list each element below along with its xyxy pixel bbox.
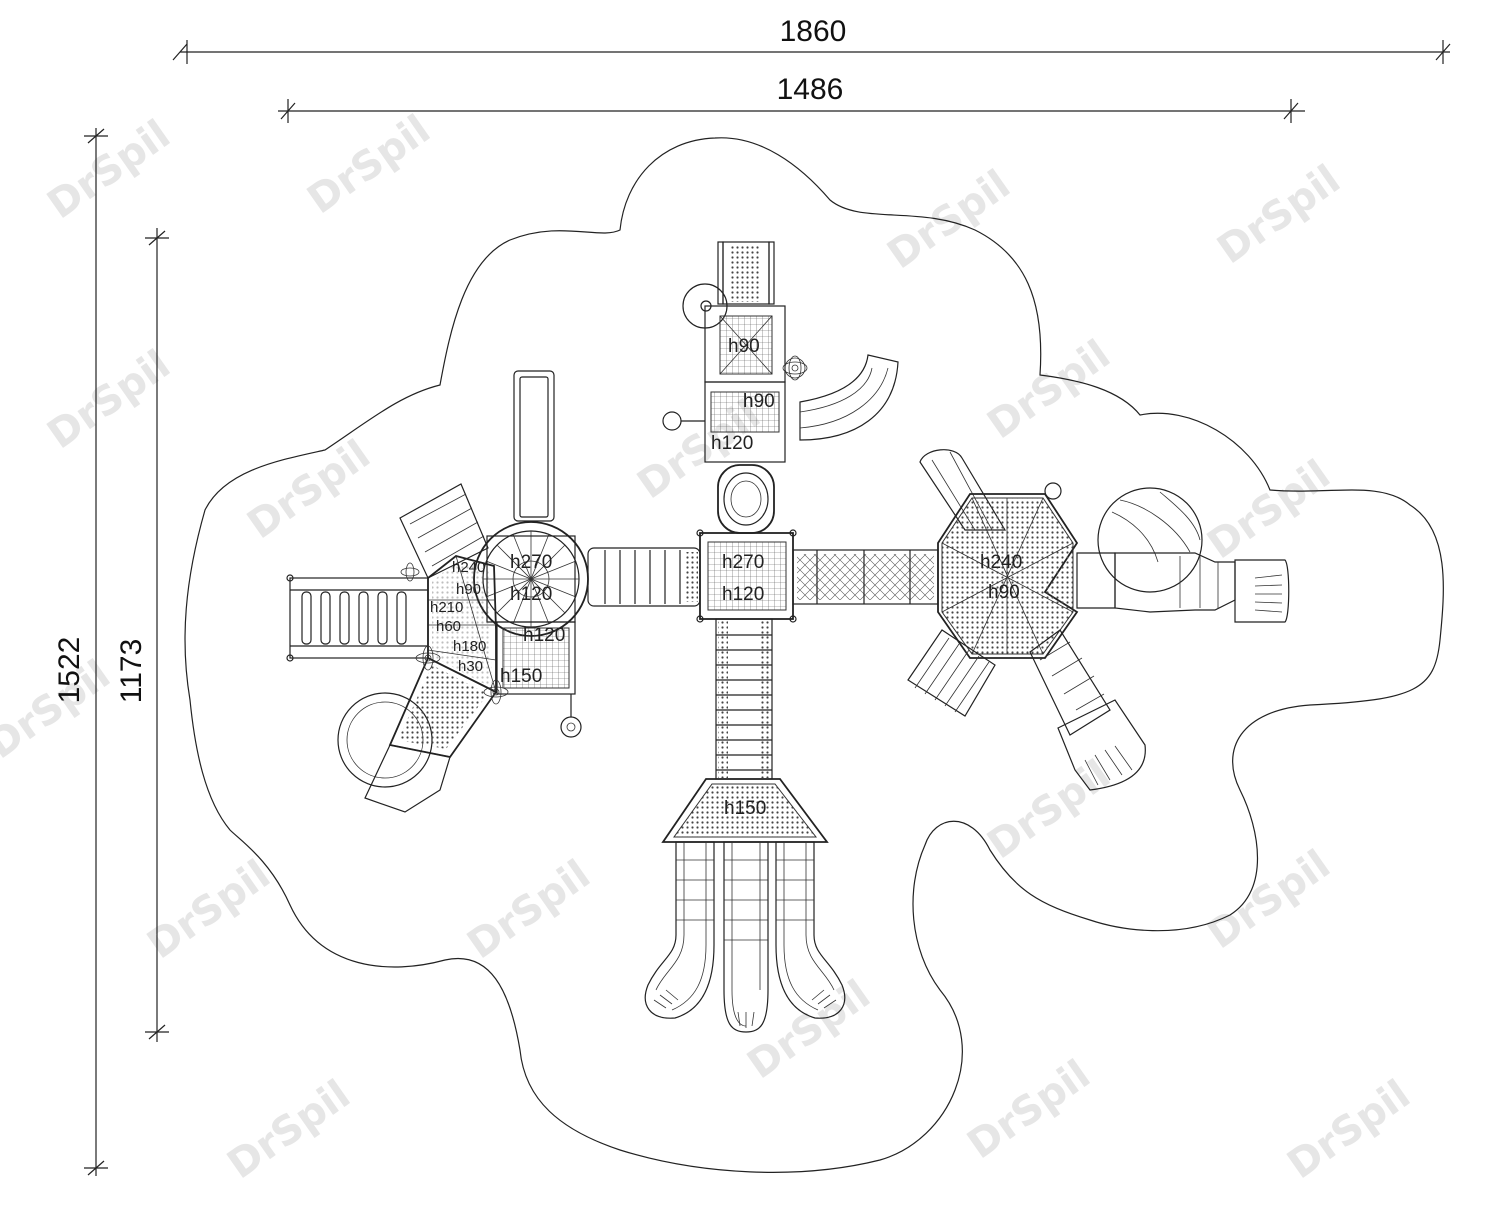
watermark: DrSpil [979,331,1118,448]
watermark: DrSpil [879,161,1018,278]
watermark: DrSpil [1279,1071,1418,1188]
height-label: h240 [452,559,485,576]
dimension-height-inner: 1173 [115,228,169,1042]
height-label: h120 [711,433,753,454]
south-structure: h150 [644,778,846,1033]
height-label: h270 [510,552,552,573]
dimension-height-outer: 1522 [53,128,108,1176]
watermark: DrSpil [459,851,598,968]
height-label: h60 [436,618,461,635]
height-label: h150 [724,798,766,819]
center-tower: h270 h120 [696,529,797,623]
watermark: DrSpil [299,106,438,223]
watermark: DrSpil [1199,451,1338,568]
watermark: DrSpil [139,851,278,968]
height-label: h120 [523,625,565,646]
height-label: h210 [430,599,463,616]
east-structure: h240 h90 [907,449,1290,791]
dimension-width-inner: 1486 [278,73,1305,123]
dimension-width-outer: 1860 [172,15,1451,64]
watermark-layer: DrSpil DrSpil DrSpil DrSpil DrSpil DrSpi… [0,106,1419,1188]
height-label: h270 [722,552,764,573]
height-label: h30 [458,658,483,675]
dimension-label: 1173 [115,639,148,704]
height-label: h150 [500,666,542,687]
height-label: h120 [510,584,552,605]
net-bridge-east [792,549,939,605]
dimension-label: 1860 [780,15,847,48]
height-label: h90 [988,582,1020,603]
dimension-label: 1486 [777,73,844,106]
dimension-label: 1522 [53,637,86,704]
safety-zone-outline [184,137,1444,1173]
height-label: h120 [722,584,764,605]
north-structure: h90 h90 h120 [662,241,899,534]
watermark: DrSpil [39,111,178,228]
watermark: DrSpil [959,1051,1098,1168]
height-label: h90 [456,581,481,598]
watermark: DrSpil [219,1071,358,1188]
tunnel-west [587,547,701,607]
height-label: h240 [980,552,1022,573]
watermark: DrSpil [1209,156,1348,273]
west-structure: h270 h120 h120 h150 h240 h90 h210 h60 h1… [286,370,589,813]
watermark: DrSpil [1199,841,1338,958]
tube-south [715,618,773,780]
height-label: h90 [743,391,775,412]
height-label: h180 [453,638,486,655]
watermark: DrSpil [239,431,378,548]
height-label: h90 [728,336,760,357]
watermark: DrSpil [39,341,178,458]
watermark: DrSpil [979,751,1118,868]
